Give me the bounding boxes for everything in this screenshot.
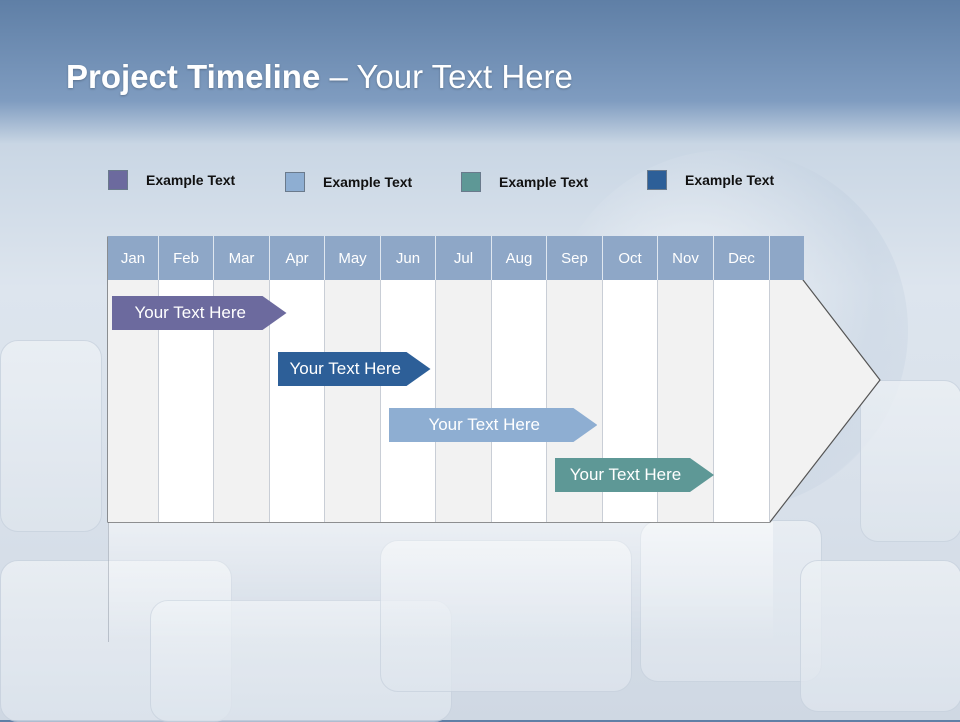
timeline-bar: Your Text Here <box>278 352 431 386</box>
month-label: Feb <box>159 236 214 280</box>
keyboard-key-decoration <box>800 560 960 712</box>
keyboard-key-decoration <box>0 340 102 532</box>
month-label: Jan <box>108 236 159 280</box>
month-label: Aug <box>492 236 547 280</box>
legend-item: Example Text <box>647 170 774 190</box>
month-label: Dec <box>714 236 770 280</box>
timeline-reflection <box>108 522 773 642</box>
month-label: Mar <box>214 236 270 280</box>
month-label: May <box>325 236 381 280</box>
legend-swatch <box>461 172 481 192</box>
month-label: Oct <box>603 236 658 280</box>
month-label: Sep <box>547 236 603 280</box>
legend-label: Example Text <box>323 174 413 190</box>
month-label: Apr <box>270 236 325 280</box>
title-bold: Project Timeline <box>66 58 321 95</box>
keyboard-key-decoration <box>860 380 960 542</box>
month-column <box>714 280 770 522</box>
legend-label: Example Text <box>499 174 589 190</box>
legend-item: Example Text <box>108 170 235 190</box>
legend-item: Example Text <box>461 172 588 192</box>
timeline-bar: Your Text Here <box>389 408 597 442</box>
month-label: Jun <box>381 236 436 280</box>
legend-swatch <box>108 170 128 190</box>
legend-item: Example Text <box>285 172 412 192</box>
month-label: Jul <box>436 236 492 280</box>
legend-label: Example Text <box>146 172 236 188</box>
legend-swatch <box>647 170 667 190</box>
title-rest: – Your Text Here <box>320 58 573 95</box>
timeline-bar: Your Text Here <box>555 458 714 492</box>
month-column <box>436 280 492 522</box>
page-title: Project Timeline – Your Text Here <box>66 58 573 96</box>
legend-label: Example Text <box>685 172 775 188</box>
timeline-bar: Your Text Here <box>112 296 287 330</box>
legend-swatch <box>285 172 305 192</box>
month-column <box>492 280 547 522</box>
month-column <box>270 280 325 522</box>
month-column <box>381 280 436 522</box>
month-label: Nov <box>658 236 714 280</box>
month-column <box>325 280 381 522</box>
